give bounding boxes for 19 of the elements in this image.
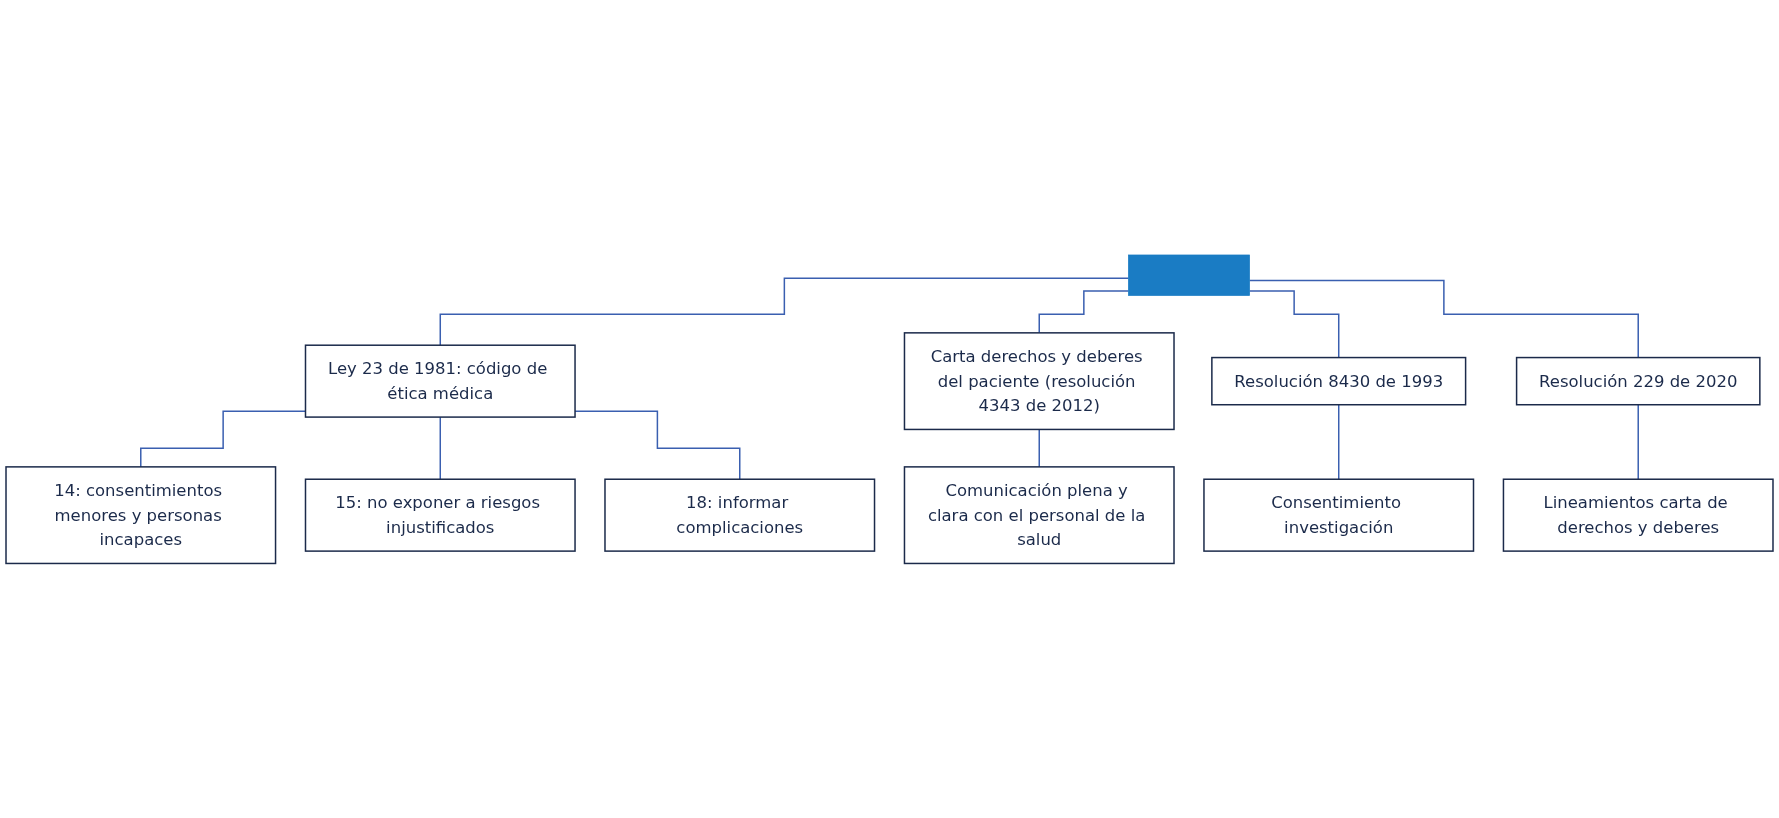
node-box: Ley 23 de 1981: código de ética médica [304,344,576,418]
connector [1248,289,1340,359]
node-box: 14: consentimientos menores y personas incapaces [5,465,277,564]
node-box: Comunicación plena y clara con el personal de la salud [903,465,1175,564]
node-box: Resolución 8430 de 1993 [1211,356,1467,406]
connector [439,277,1130,346]
node-box: 15: no exponer a riesgos injustificados [304,478,576,552]
node-bar [1128,254,1250,296]
connector [1038,428,1040,468]
connector [1637,403,1639,480]
node-box: Resolución 229 de 2020 [1515,356,1761,406]
node-box: Lineamientos carta de derechos y deberes [1502,478,1774,552]
connector [1038,289,1130,334]
connector [439,416,441,480]
connector [1248,279,1639,359]
node-box: 18: informar complicaciones [604,478,876,552]
connector [1338,403,1340,480]
node-box: Consentimiento investigación [1203,478,1475,552]
node-box: Carta derechos y deberes del paciente (resolución 4343 de 2012) [903,331,1175,430]
